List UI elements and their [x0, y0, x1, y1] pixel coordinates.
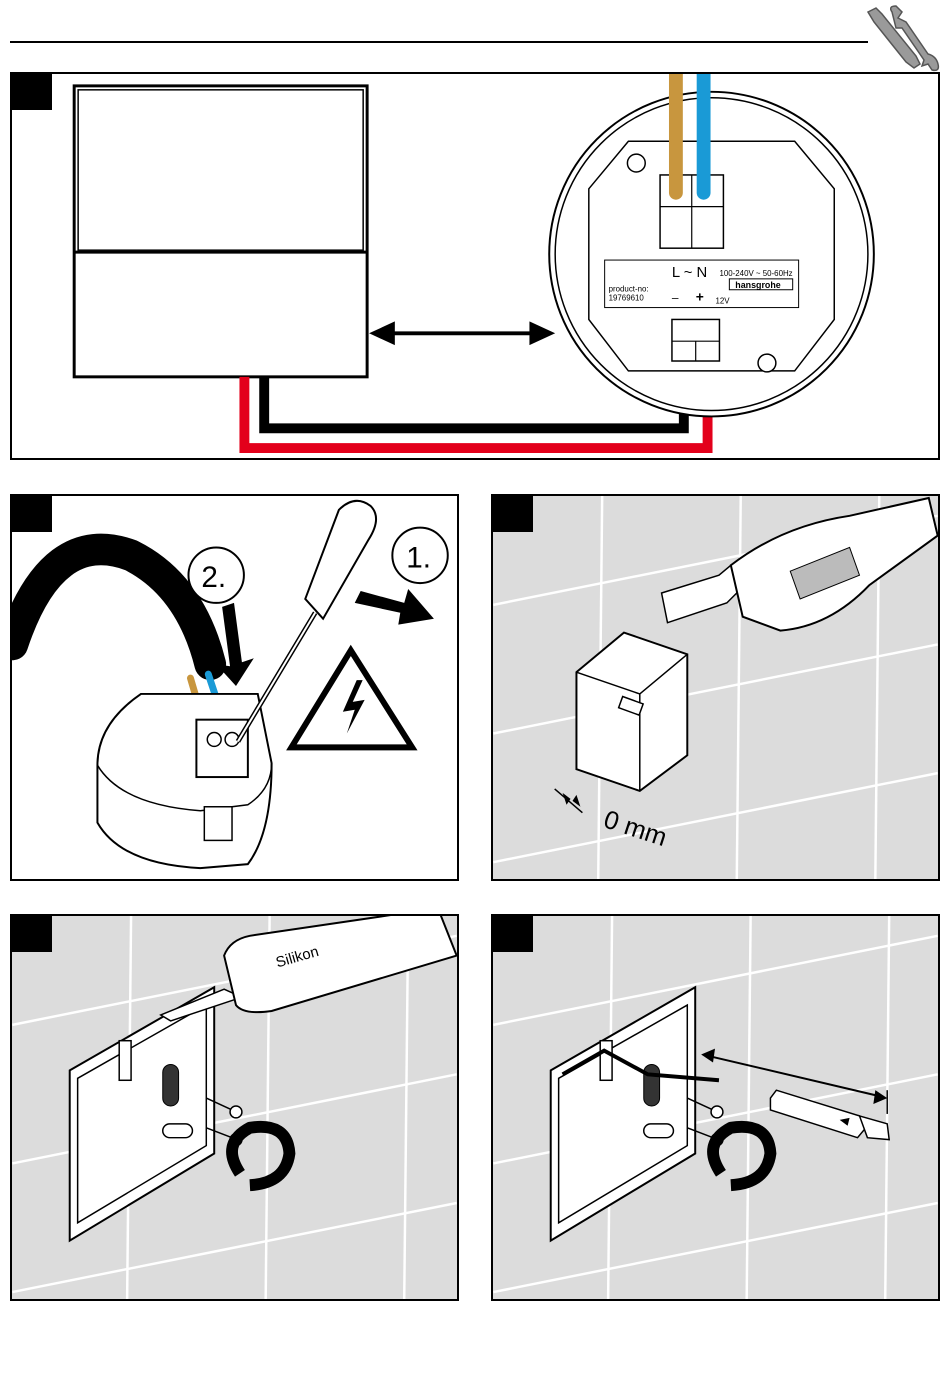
screw-fixing-illustration	[493, 916, 938, 1299]
step-panel-cut-opening: 0 mm	[491, 494, 940, 881]
control-unit-outline	[74, 86, 367, 377]
silicone-illustration: Silikon	[12, 916, 457, 1299]
input-voltage-label: 100-240V ~ 50-60Hz	[719, 269, 792, 278]
step-two-label: 2.	[201, 561, 226, 594]
header-rule	[10, 41, 868, 43]
gap-label: 0 mm	[600, 806, 670, 852]
terminal-plus-label: +	[696, 289, 704, 305]
wiring-diagram: L ~ N 100-240V ~ 50-60Hz hansgrohe produ…	[12, 74, 938, 458]
step-panel-apply-silicone: Silikon	[10, 914, 459, 1301]
product-number-value: 19769610	[609, 294, 645, 303]
output-voltage-label: 12V	[715, 297, 730, 306]
step-panel-wiring-overview: L ~ N 100-240V ~ 50-60Hz hansgrohe produ…	[10, 72, 940, 460]
step-panel-fix-screws	[491, 914, 940, 1301]
step-one-label: 1.	[406, 541, 431, 574]
brand-label: hansgrohe	[735, 280, 781, 290]
product-no-label: product-no:	[609, 285, 649, 294]
silicone-cartridge	[224, 916, 457, 1012]
double-arrow-right	[529, 321, 555, 345]
terminal-l-n-label: L ~ N	[672, 265, 707, 281]
step-panel-disconnect-power: 2. 1.	[10, 494, 459, 881]
disconnect-illustration: 2. 1.	[12, 496, 457, 879]
rotate-arrow-icon	[232, 1127, 289, 1185]
rotate-arrow-icon	[713, 1127, 770, 1185]
cutting-illustration: 0 mm	[493, 496, 938, 879]
right-arrow	[355, 589, 434, 625]
double-arrow-left	[369, 321, 395, 345]
terminal-minus-label: –	[672, 291, 679, 305]
wrench-screwdriver-icon	[862, 4, 946, 74]
